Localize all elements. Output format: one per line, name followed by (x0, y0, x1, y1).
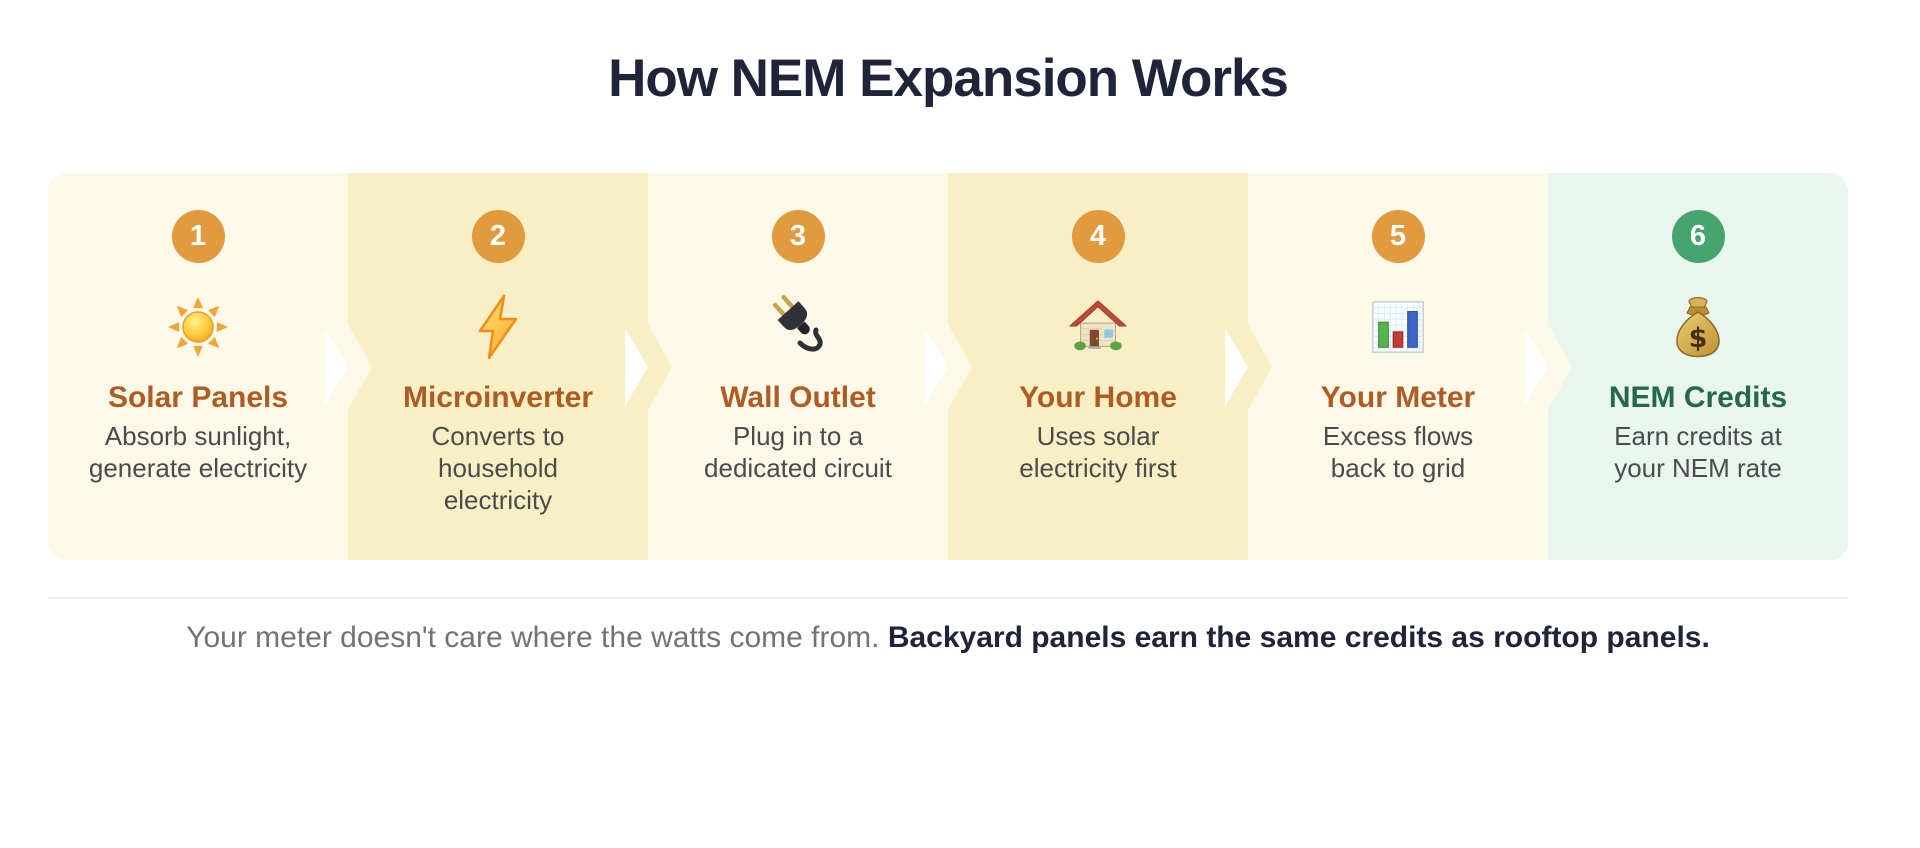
caption-bold-text: Backyard panels earn the same credits as… (887, 621, 1710, 654)
caption-normal-text: Your meter doesn't care where the watts … (186, 621, 888, 654)
bar-chart-icon (1248, 293, 1548, 361)
step-description: Plug in to a dedicated circuit (704, 421, 892, 483)
step-number-badge: 2 (471, 210, 525, 263)
step-title: Your Meter (1320, 381, 1476, 414)
lightning-icon (348, 293, 648, 361)
money-bag-icon: $ (1548, 293, 1848, 361)
step-title: NEM Credits (1608, 381, 1788, 414)
electric-plug-icon (648, 293, 948, 361)
step-number-badge: 1 (171, 210, 225, 263)
step-title: Your Home (1019, 381, 1177, 414)
step-card-wall-outlet: 3 Wall Outlet Plug in to a dedicated cir… (648, 173, 948, 560)
divider (48, 597, 1848, 599)
step-number-badge: 3 (771, 210, 825, 263)
process-flow: 1 (48, 173, 1848, 560)
step-title: Wall Outlet (720, 381, 876, 414)
step-description: Uses solar electricity first (1019, 421, 1177, 483)
step-card-nem-credits: 6 $ NEM Credits Earn credits at you (1548, 173, 1848, 560)
step-number-badge: 4 (1071, 210, 1125, 263)
page-content: How NEM Expansion Works 1 (48, 48, 1848, 657)
svg-text:$: $ (1689, 323, 1708, 354)
step-description: Excess flows back to grid (1322, 421, 1474, 483)
step-card-solar-panels: 1 (48, 173, 348, 560)
step-description: Earn credits at your NEM rate (1614, 421, 1782, 483)
step-card-microinverter: 2 Microinverter Converts to household el… (348, 173, 648, 560)
caption: Your meter doesn't care where the watts … (48, 619, 1848, 657)
step-card-your-home: 4 Your Home Uses solar electricity first (948, 173, 1248, 560)
page-title: How NEM Expansion Works (608, 49, 1289, 108)
step-title: Solar Panels (107, 381, 289, 414)
step-description: Converts to household electricity (431, 421, 565, 515)
step-card-your-meter: 5 Your Meter Excess flows back to grid (1248, 173, 1548, 560)
sun-icon (48, 293, 348, 361)
step-title: Microinverter (402, 381, 594, 414)
house-icon (948, 293, 1248, 361)
step-number-badge: 6 (1671, 210, 1725, 263)
step-number-badge: 5 (1371, 210, 1425, 263)
step-description: Absorb sunlight, generate electricity (88, 421, 308, 483)
